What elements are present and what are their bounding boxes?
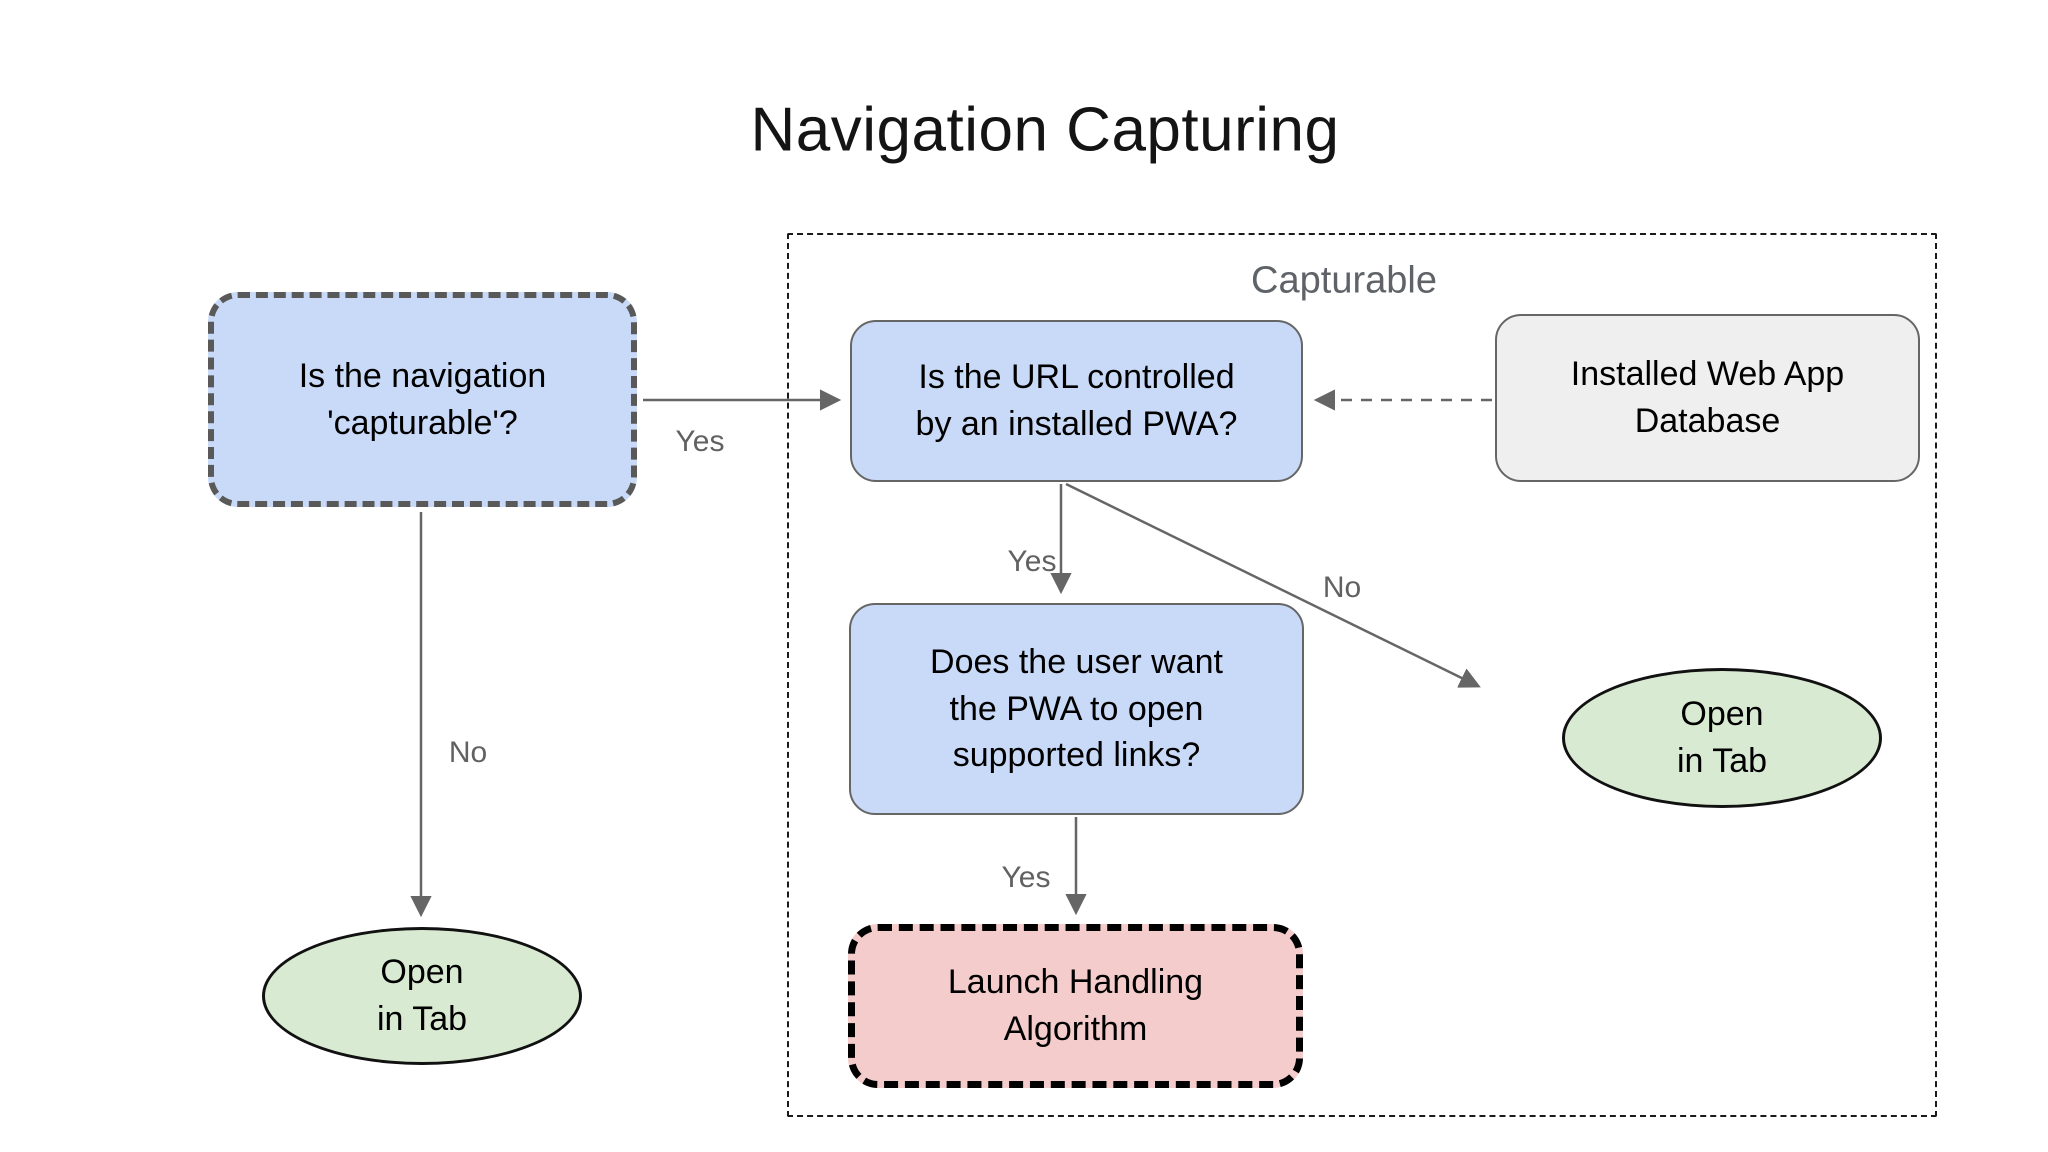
capturable-group-box bbox=[787, 233, 1937, 1117]
capturable-group-label: Capturable bbox=[1251, 259, 1437, 302]
node-is-navigation-capturable: Is the navigation 'capturable'? bbox=[208, 292, 637, 507]
edge-label-capturable-no: No bbox=[448, 736, 488, 769]
edge-label-url-yes: Yes bbox=[1007, 545, 1057, 578]
node-installed-web-app-database: Installed Web App Database bbox=[1495, 314, 1920, 482]
node-is-url-controlled-by-pwa: Is the URL controlled by an installed PW… bbox=[850, 320, 1303, 482]
node-does-user-want-pwa-open-links: Does the user want the PWA to open suppo… bbox=[849, 603, 1304, 815]
node-open-in-tab-left: Open in Tab bbox=[262, 927, 582, 1065]
node-launch-handling-algorithm: Launch Handling Algorithm bbox=[848, 924, 1303, 1088]
page-title: Navigation Capturing bbox=[750, 95, 1340, 165]
edge-label-capturable-yes: Yes bbox=[675, 425, 725, 458]
node-open-in-tab-right: Open in Tab bbox=[1562, 668, 1882, 808]
edge-label-user-want-yes: Yes bbox=[1001, 861, 1051, 894]
edge-label-url-no: No bbox=[1322, 571, 1362, 604]
